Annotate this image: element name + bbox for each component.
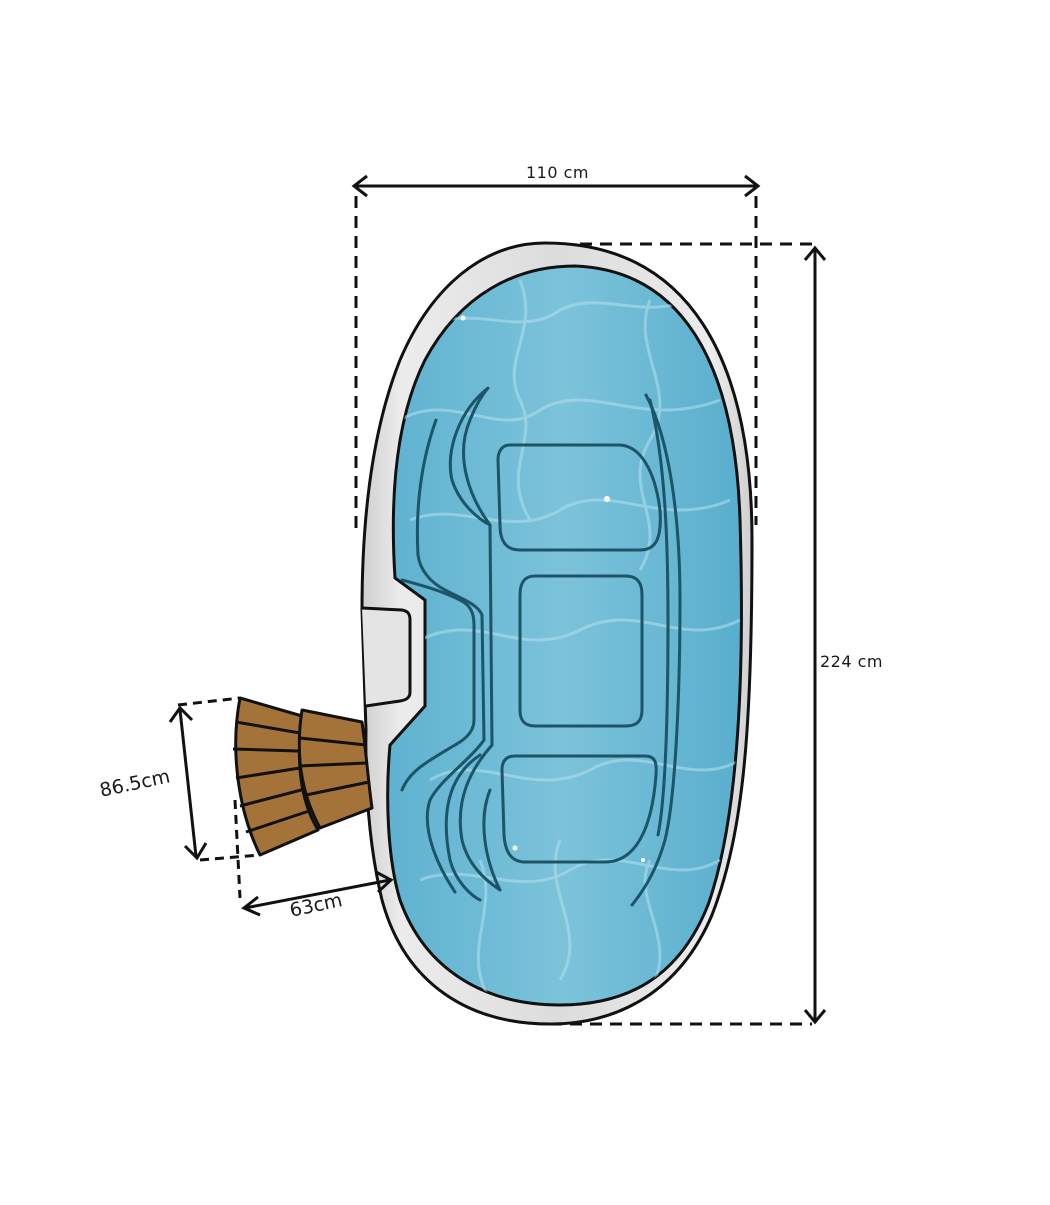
lounger-right-outer (630, 393, 682, 907)
steps-dimensions (168, 696, 394, 917)
lounger-right-inner (648, 398, 670, 837)
width-dimension (351, 174, 761, 535)
control-panel-niche (361, 606, 412, 708)
wooden-steps (232, 696, 374, 857)
lounger-left-lower2 (444, 753, 482, 902)
seat-bottom (500, 754, 658, 864)
length-dimension (550, 242, 827, 1026)
seat-top (496, 443, 662, 552)
water-caustics (399, 279, 741, 1001)
footwell-left (400, 578, 476, 792)
lounger-left-channel (488, 523, 494, 747)
step-boards (232, 720, 370, 834)
length-label: 224 cm (820, 652, 884, 671)
lounger-left-outer (415, 418, 486, 894)
width-label: 110 cm (526, 163, 590, 182)
water-sparkles (460, 315, 645, 862)
seat-middle (518, 574, 644, 728)
lounger-left-lower (458, 743, 502, 892)
seating-contours (400, 386, 682, 907)
